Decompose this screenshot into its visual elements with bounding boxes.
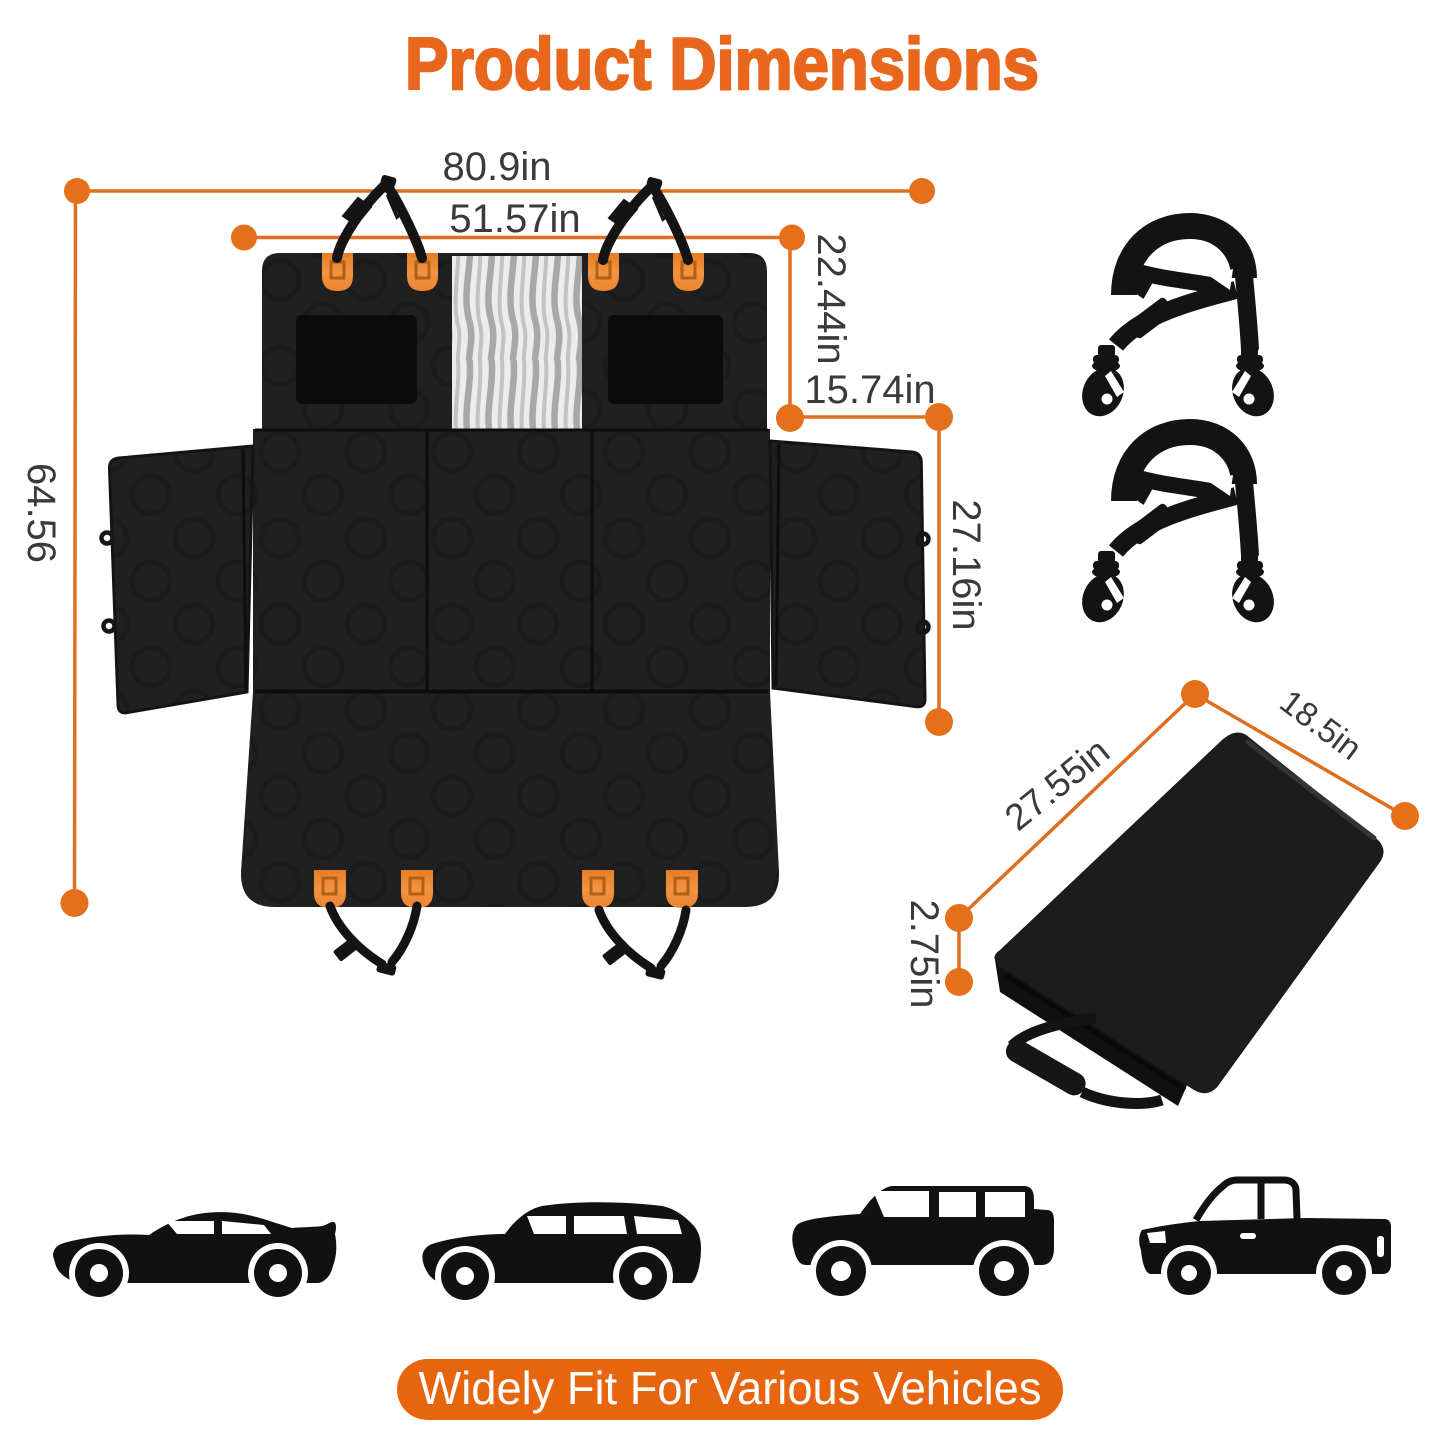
svg-text:64.56: 64.56 <box>19 463 63 563</box>
svg-text:51.57in: 51.57in <box>449 197 580 241</box>
svg-text:Product Dimensions: Product Dimensions <box>405 24 1039 105</box>
svg-text:80.9in: 80.9in <box>443 145 552 189</box>
svg-text:18.5in: 18.5in <box>1273 683 1368 767</box>
svg-text:Widely Fit For Various Vehicle: Widely Fit For Various Vehicles <box>419 1362 1042 1414</box>
svg-text:27.16in: 27.16in <box>944 499 988 630</box>
svg-text:22.44in: 22.44in <box>809 233 853 364</box>
svg-text:15.74in: 15.74in <box>804 368 935 412</box>
svg-text:2.75in: 2.75in <box>902 900 946 1009</box>
